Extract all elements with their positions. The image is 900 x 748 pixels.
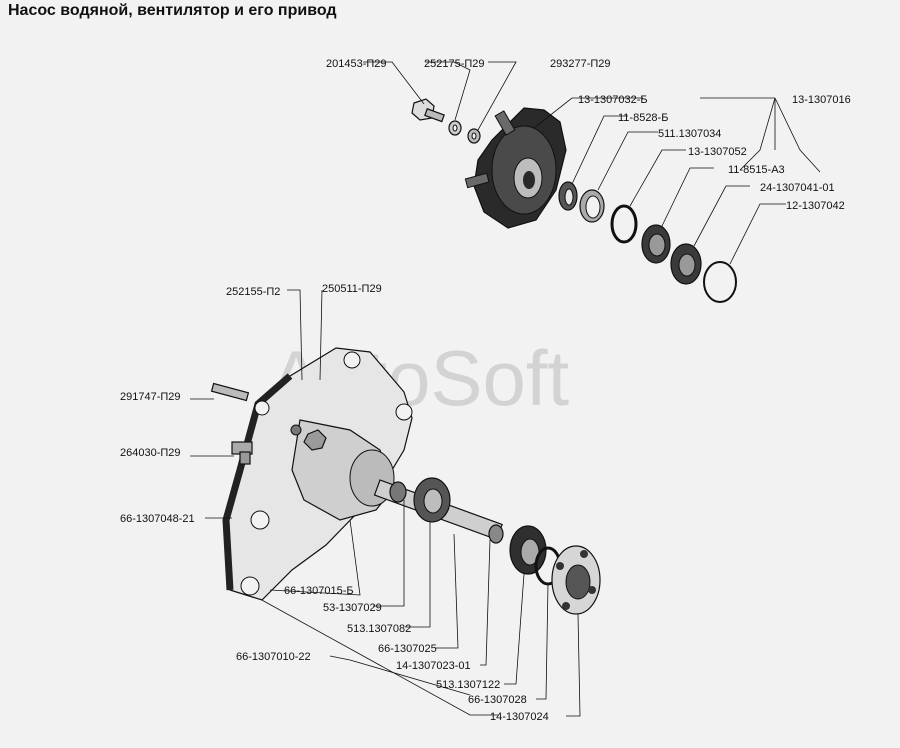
label-511-1307034: 511.1307034: [658, 128, 721, 140]
spacer-ring-part: [579, 189, 605, 223]
label-513-1307122: 513.1307122: [436, 679, 500, 691]
pump-seal-part: [389, 481, 407, 503]
retaining-ring-part: [703, 261, 737, 303]
fan-hub-part: [464, 107, 567, 229]
label-13-1307052: 13-1307052: [688, 146, 747, 158]
label-293277: 293277-П29: [550, 58, 611, 70]
oil-seal-part: [558, 181, 578, 211]
circlip-part: [610, 204, 638, 244]
diagram-title: Насос водяной, вентилятор и его привод: [8, 2, 337, 19]
bearing-2-part: [670, 243, 702, 285]
label-264030: 264030-П29: [120, 447, 181, 459]
label-201453: 201453-П29: [326, 58, 387, 70]
pump-bearing-part: [413, 477, 451, 523]
label-66-1307025: 66-1307025: [378, 643, 437, 655]
nut-part: [290, 424, 327, 451]
label-24-1307041-01: 24-1307041-01: [760, 182, 835, 194]
label-11-8515-a3: 11-8515-А3: [728, 164, 785, 176]
label-11-8528-b: 11-8528-Б: [618, 112, 668, 124]
spring-washer-part: [467, 128, 481, 144]
label-14-1307023-01: 14-1307023-01: [396, 660, 471, 672]
label-250511: 250511-П29: [322, 283, 382, 295]
label-13-1307016: 13-1307016: [792, 94, 851, 106]
label-252175: 252175-П29: [424, 58, 485, 70]
stud-part: [210, 382, 250, 402]
label-66-1307010-22: 66-1307010-22: [236, 651, 311, 663]
bolt-part: [411, 98, 445, 123]
label-291747: 291747-П29: [120, 391, 181, 403]
washer-part: [448, 120, 462, 136]
bearing-part: [641, 224, 671, 264]
elbow-fitting-part: [231, 441, 253, 465]
label-66-1307048-21: 66-1307048-21: [120, 513, 195, 525]
label-252155: 252155-П2: [226, 286, 280, 298]
label-513-1307082: 513.1307082: [347, 623, 411, 635]
label-66-1307015-b: 66-1307015-Б: [284, 585, 354, 597]
pulley-hub-part: [551, 545, 601, 615]
label-14-1307024: 14-1307024: [490, 711, 549, 723]
label-12-1307042: 12-1307042: [786, 200, 845, 212]
label-66-1307028: 66-1307028: [468, 694, 527, 706]
label-13-1307032-b: 13-1307032-Б: [578, 94, 648, 106]
sleeve-part: [488, 524, 504, 544]
label-53-1307029: 53-1307029: [323, 602, 382, 614]
